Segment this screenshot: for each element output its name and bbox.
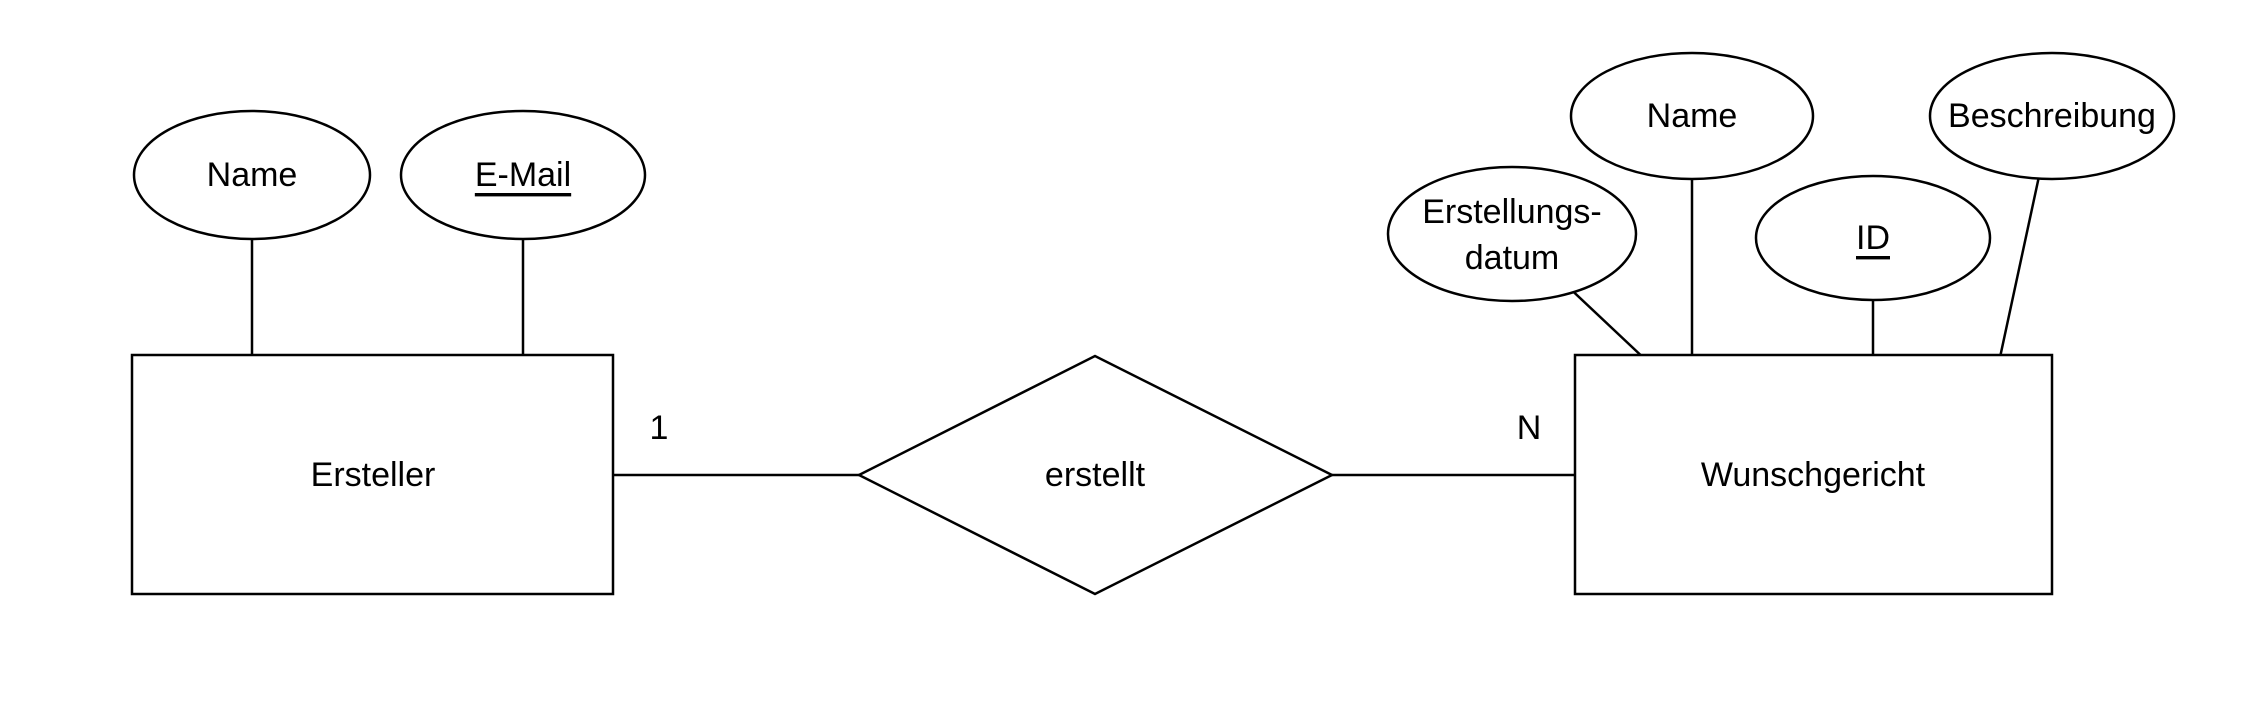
attribute-ellipse-ersteller-email [399, 109, 647, 241]
cardinality-left: 1 [650, 409, 669, 447]
attribute-ellipse-wunschgericht-erstellungsdatum [1386, 165, 1638, 303]
attribute-ellipse-wunschgericht-name [1569, 51, 1815, 181]
entity-label-wunschgericht: Wunschgericht [1701, 456, 1926, 494]
attribute-ellipse-wunschgericht-id [1754, 174, 1992, 302]
relationship-diamond-erstellt [856, 354, 1335, 596]
attribute-label-wunschgericht-erstellungsdatum-line1: Erstellungs- [1422, 193, 1602, 231]
entity-label-ersteller: Ersteller [311, 456, 436, 494]
attribute-label-ersteller-name: Name [207, 156, 298, 194]
attribute-ellipse-ersteller-name [132, 109, 372, 241]
attribute-label-wunschgericht-name: Name [1647, 97, 1738, 135]
attribute-label-wunschgericht-erstellungsdatum-line2: datum [1465, 239, 1560, 277]
cardinality-right: N [1517, 409, 1542, 447]
entity-rect-wunschgericht [1573, 353, 2054, 596]
attribute-label-wunschgericht-id: ID [1856, 219, 1890, 257]
attribute-label-wunschgericht-beschreibung: Beschreibung [1948, 97, 2156, 135]
relationship-label-erstellt: erstellt [1045, 456, 1146, 494]
entity-rect-ersteller [130, 353, 615, 596]
attribute-label-ersteller-email: E-Mail [475, 156, 571, 194]
attribute-ellipse-wunschgericht-beschreibung [1928, 51, 2176, 181]
